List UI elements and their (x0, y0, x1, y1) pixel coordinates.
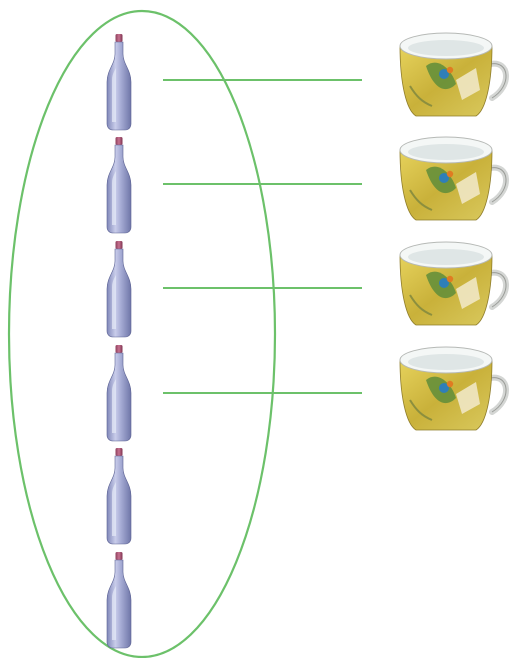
bottle-icon (106, 240, 132, 338)
teacup-icon (400, 137, 506, 220)
grouping-ellipse (7, 9, 277, 658)
bottle-icon (106, 344, 132, 442)
cup-column (400, 33, 506, 430)
teacup-icon (400, 347, 506, 430)
teacup-icon (400, 33, 506, 116)
bottle-icon (106, 447, 132, 545)
bottle-column (106, 33, 132, 649)
bottle-icon (106, 136, 132, 234)
bottle-icon (106, 33, 132, 131)
bottle-icon (106, 551, 132, 649)
match-lines (163, 79, 362, 394)
teacup-icon (400, 242, 506, 325)
